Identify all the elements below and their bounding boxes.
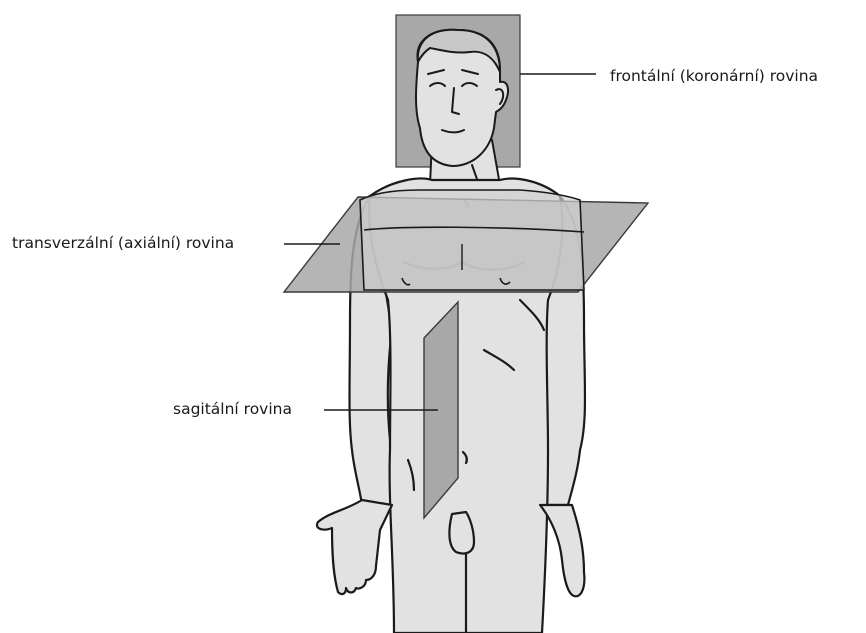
- transverse-plane-label: transverzální (axiální) rovina: [12, 236, 234, 252]
- frontal-plane-label: frontální (koronární) rovina: [610, 69, 818, 85]
- sagittal-plane-label: sagitální rovina: [173, 402, 292, 418]
- transverse-plane: [284, 190, 648, 292]
